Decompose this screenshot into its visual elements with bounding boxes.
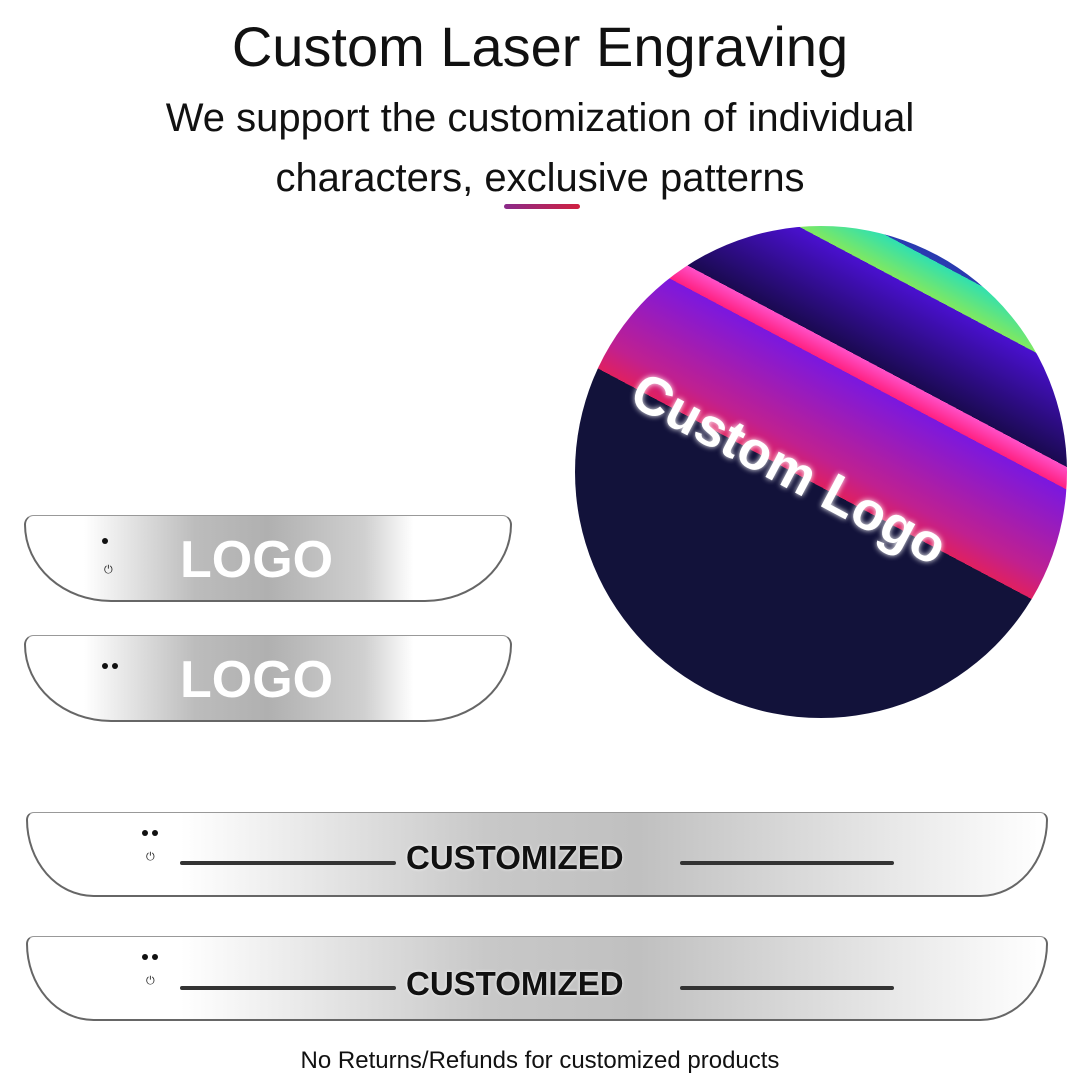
led-dot — [102, 663, 108, 669]
short-plate-1: ⏻ LOGO — [24, 515, 512, 602]
light-bar — [680, 986, 894, 990]
illuminated-plate-photo — [575, 226, 1067, 718]
divider — [504, 204, 580, 209]
led-dot — [112, 663, 118, 669]
light-bar — [180, 986, 396, 990]
led-dot — [152, 954, 158, 960]
plate-logo-text: LOGO — [180, 651, 334, 709]
power-icon: ⏻ — [146, 851, 155, 863]
led-dot — [152, 830, 158, 836]
plate-custom-text: CUSTOMIZED — [406, 839, 624, 876]
footer-note: No Returns/Refunds for customized produc… — [300, 1047, 780, 1074]
page-title: Custom Laser Engraving — [231, 15, 849, 78]
power-icon: ⏻ — [104, 564, 113, 576]
subtitle-line-1: We support the customization of individu… — [165, 96, 915, 140]
light-bar — [680, 861, 894, 865]
long-plate-2: ⏻ CUSTOMIZED — [26, 936, 1048, 1021]
short-plate-2: LOGO — [24, 635, 512, 722]
subtitle: We support the customization of individu… — [0, 88, 1080, 208]
long-plate-1: ⏻ CUSTOMIZED — [26, 812, 1048, 897]
plate-logo-text: LOGO — [180, 531, 334, 589]
power-icon: ⏻ — [146, 975, 155, 987]
led-dot — [142, 954, 148, 960]
plate-custom-text: CUSTOMIZED — [406, 965, 624, 1002]
led-dot — [102, 538, 108, 544]
subtitle-line-2: characters, exclusive patterns — [275, 156, 805, 200]
led-dot — [142, 830, 148, 836]
light-bar — [180, 861, 396, 865]
